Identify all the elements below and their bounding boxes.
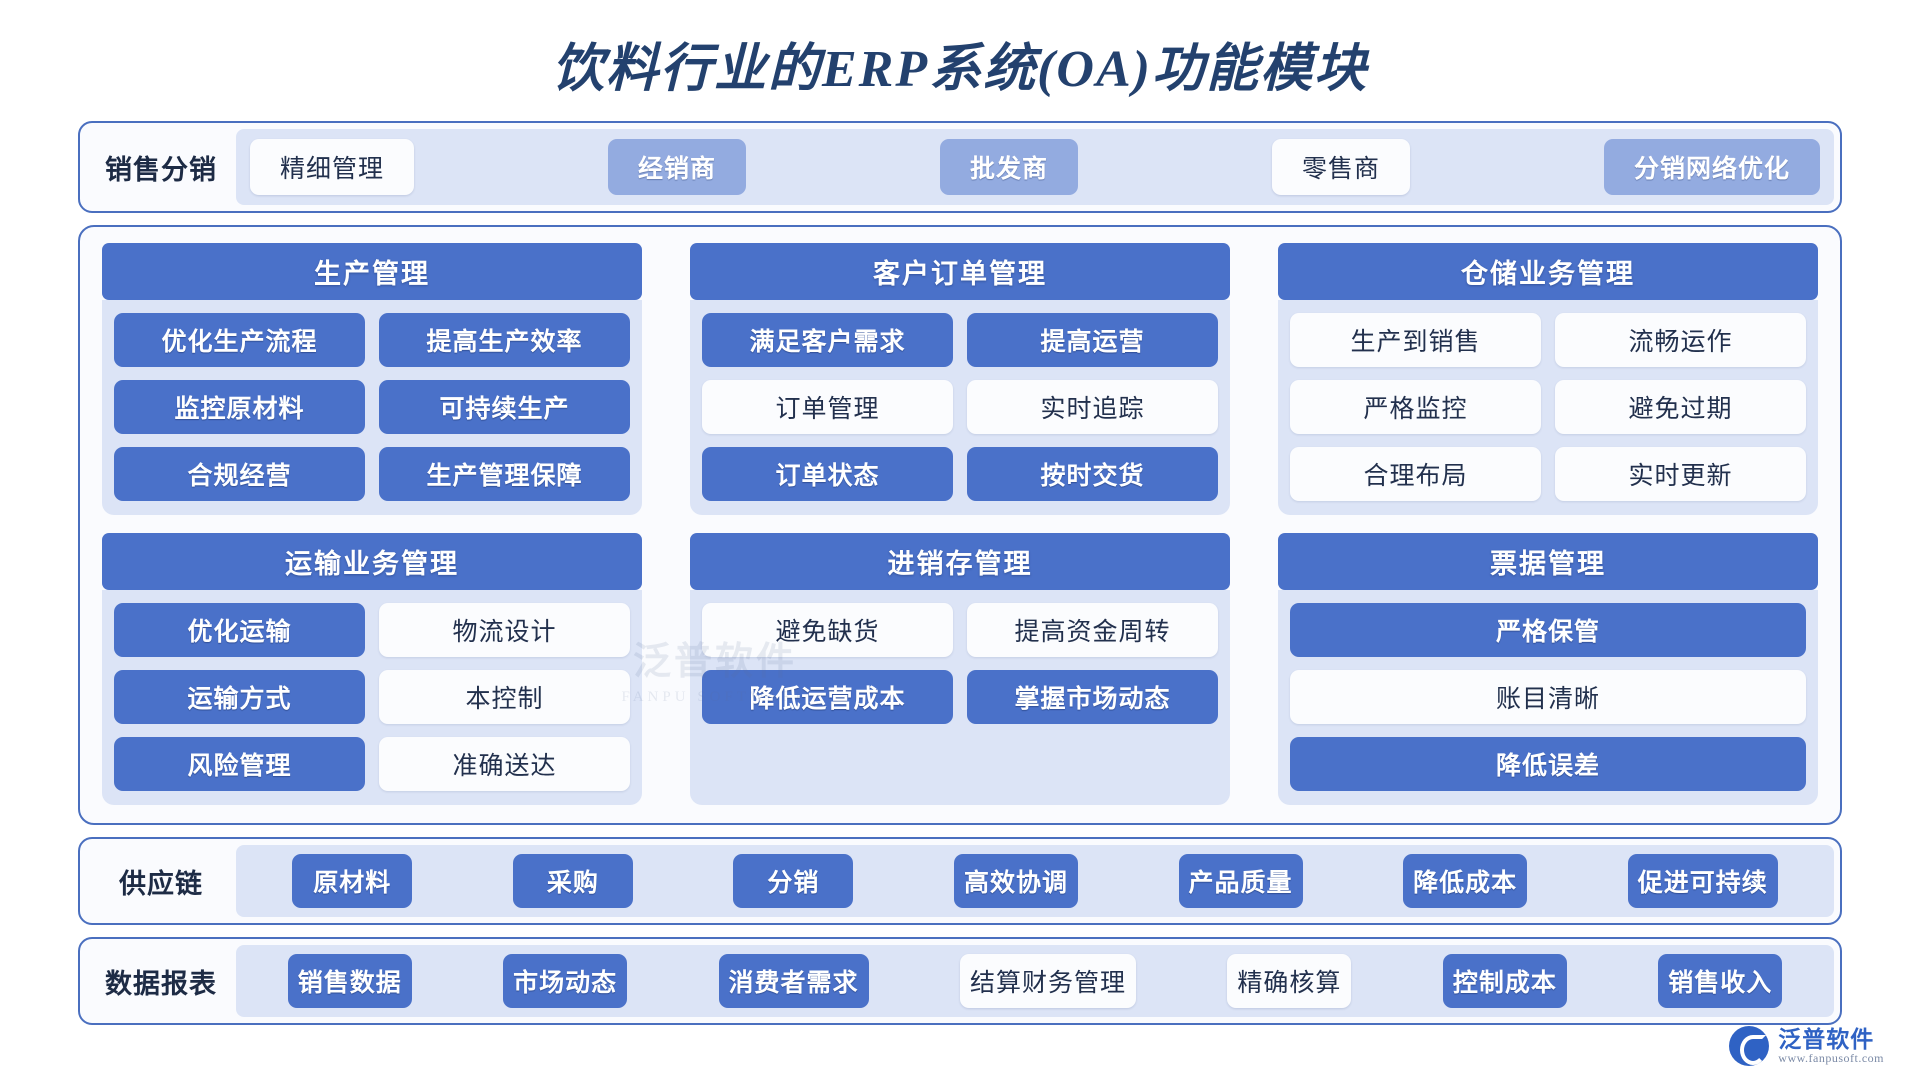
data-reports-track: 销售数据 市场动态 消费者需求 结算财务管理 精确核算 控制成本 销售收入 (236, 945, 1834, 1017)
module-0-item-2-1[interactable]: 生产管理保障 (379, 447, 630, 501)
module-header-4[interactable]: 进销存管理 (690, 533, 1230, 590)
module-4-item-0-0[interactable]: 避免缺货 (702, 603, 953, 657)
report-chip-6[interactable]: 销售收入 (1658, 954, 1783, 1008)
module-2-item-1-1[interactable]: 避免过期 (1555, 380, 1806, 434)
module-2-item-1-0[interactable]: 严格监控 (1290, 380, 1541, 434)
module-0-item-0-1[interactable]: 提高生产效率 (379, 313, 630, 367)
module-5-item-2[interactable]: 降低误差 (1290, 737, 1806, 791)
supply-chip-3[interactable]: 高效协调 (953, 854, 1078, 908)
module-4-row-0: 避免缺货提高资金周转 (702, 603, 1218, 657)
brand-name: 泛普软件 (1778, 1026, 1875, 1052)
module-2-item-0-0[interactable]: 生产到销售 (1290, 313, 1541, 367)
module-4: 进销存管理避免缺货提高资金周转降低运营成本掌握市场动态 (690, 533, 1230, 805)
module-1-row-1: 订单管理实时追踪 (702, 380, 1218, 434)
module-body-1: 满足客户需求提高运营订单管理实时追踪订单状态按时交货 (690, 300, 1230, 515)
module-1-item-1-0[interactable]: 订单管理 (702, 380, 953, 434)
module-body-0: 优化生产流程提高生产效率监控原材料可持续生产合规经营生产管理保障 (102, 300, 642, 515)
module-5-item-0[interactable]: 严格保管 (1290, 603, 1806, 657)
module-2-row-0: 生产到销售流畅运作 (1290, 313, 1806, 367)
module-4-row-1: 降低运营成本掌握市场动态 (702, 670, 1218, 724)
module-5-item-1[interactable]: 账目清晰 (1290, 670, 1806, 724)
supply-chip-2[interactable]: 分销 (733, 854, 854, 908)
supply-chip-1[interactable]: 采购 (512, 854, 633, 908)
module-body-2: 生产到销售流畅运作严格监控避免过期合理布局实时更新 (1278, 300, 1818, 515)
brand-logo-text: 泛普软件 www.fanpusoft.com (1778, 1027, 1884, 1065)
report-chip-1[interactable]: 市场动态 (503, 954, 628, 1008)
module-header-5[interactable]: 票据管理 (1278, 533, 1818, 590)
supply-chain-track: 原材料 采购 分销 高效协调 产品质量 降低成本 促进可持续 (236, 845, 1834, 917)
module-4-item-1-1[interactable]: 掌握市场动态 (967, 670, 1218, 724)
module-header-3[interactable]: 运输业务管理 (102, 533, 642, 590)
module-2-item-2-0[interactable]: 合理布局 (1290, 447, 1541, 501)
module-0-item-1-0[interactable]: 监控原材料 (114, 380, 365, 434)
module-2-item-0-1[interactable]: 流畅运作 (1555, 313, 1806, 367)
module-0: 生产管理优化生产流程提高生产效率监控原材料可持续生产合规经营生产管理保障 (102, 243, 642, 515)
supply-chip-4[interactable]: 产品质量 (1178, 854, 1303, 908)
sales-distribution-track: 精细管理 经销商 批发商 零售商 分销网络优化 (236, 129, 1834, 205)
sales-chip-1[interactable]: 经销商 (607, 139, 746, 195)
supply-chip-6[interactable]: 促进可持续 (1627, 854, 1778, 908)
sales-chip-3[interactable]: 零售商 (1271, 139, 1410, 195)
brand-logo: 泛普软件 www.fanpusoft.com (1729, 1026, 1884, 1066)
supply-chain-band: 供应链 原材料 采购 分销 高效协调 产品质量 降低成本 促进可持续 (78, 837, 1842, 925)
module-5: 票据管理严格保管账目清晰降低误差 (1278, 533, 1818, 805)
report-chip-2[interactable]: 消费者需求 (718, 954, 869, 1008)
module-0-row-1: 监控原材料可持续生产 (114, 380, 630, 434)
data-reports-label: 数据报表 (105, 968, 217, 999)
module-0-item-1-1[interactable]: 可持续生产 (379, 380, 630, 434)
module-header-2[interactable]: 仓储业务管理 (1278, 243, 1818, 300)
module-3: 运输业务管理优化运输物流设计运输方式本控制风险管理准确送达 (102, 533, 642, 805)
module-2-item-2-1[interactable]: 实时更新 (1555, 447, 1806, 501)
module-3-item-0-1[interactable]: 物流设计 (379, 603, 630, 657)
modules-container: 生产管理优化生产流程提高生产效率监控原材料可持续生产合规经营生产管理保障客户订单… (78, 225, 1842, 825)
module-3-row-0: 优化运输物流设计 (114, 603, 630, 657)
report-chip-0[interactable]: 销售数据 (287, 954, 412, 1008)
module-3-item-0-0[interactable]: 优化运输 (114, 603, 365, 657)
module-1-item-2-0[interactable]: 订单状态 (702, 447, 953, 501)
supply-chip-0[interactable]: 原材料 (292, 854, 413, 908)
module-4-item-1-0[interactable]: 降低运营成本 (702, 670, 953, 724)
report-chip-4[interactable]: 精确核算 (1227, 954, 1352, 1008)
sales-distribution-label: 销售分销 (105, 154, 217, 185)
module-header-0[interactable]: 生产管理 (102, 243, 642, 300)
module-1-item-0-0[interactable]: 满足客户需求 (702, 313, 953, 367)
module-0-item-0-0[interactable]: 优化生产流程 (114, 313, 365, 367)
module-3-row-1: 运输方式本控制 (114, 670, 630, 724)
module-body-5: 严格保管账目清晰降低误差 (1278, 590, 1818, 805)
module-2-row-1: 严格监控避免过期 (1290, 380, 1806, 434)
supply-chain-label: 供应链 (119, 868, 203, 899)
sales-distribution-band: 销售分销 精细管理 经销商 批发商 零售商 分销网络优化 (78, 121, 1842, 213)
supply-chip-5[interactable]: 降低成本 (1403, 854, 1528, 908)
module-1-row-0: 满足客户需求提高运营 (702, 313, 1218, 367)
report-chip-5[interactable]: 控制成本 (1442, 954, 1567, 1008)
module-3-item-1-1[interactable]: 本控制 (379, 670, 630, 724)
module-3-row-2: 风险管理准确送达 (114, 737, 630, 791)
sales-chip-4[interactable]: 分销网络优化 (1603, 139, 1820, 195)
module-0-item-2-0[interactable]: 合规经营 (114, 447, 365, 501)
module-1-item-1-1[interactable]: 实时追踪 (967, 380, 1218, 434)
module-header-1[interactable]: 客户订单管理 (690, 243, 1230, 300)
module-1: 客户订单管理满足客户需求提高运营订单管理实时追踪订单状态按时交货 (690, 243, 1230, 515)
module-body-4: 避免缺货提高资金周转降低运营成本掌握市场动态 (690, 590, 1230, 805)
module-2: 仓储业务管理生产到销售流畅运作严格监控避免过期合理布局实时更新 (1278, 243, 1818, 515)
module-1-row-2: 订单状态按时交货 (702, 447, 1218, 501)
module-1-item-0-1[interactable]: 提高运营 (967, 313, 1218, 367)
module-0-row-2: 合规经营生产管理保障 (114, 447, 630, 501)
module-body-3: 优化运输物流设计运输方式本控制风险管理准确送达 (102, 590, 642, 805)
brand-url: www.fanpusoft.com (1778, 1051, 1884, 1066)
brand-droplet-icon (1729, 1026, 1770, 1066)
module-4-item-0-1[interactable]: 提高资金周转 (967, 603, 1218, 657)
data-reports-band: 数据报表 销售数据 市场动态 消费者需求 结算财务管理 精确核算 控制成本 销售收入 (78, 937, 1842, 1025)
module-0-row-0: 优化生产流程提高生产效率 (114, 313, 630, 367)
sales-chip-2[interactable]: 批发商 (939, 139, 1078, 195)
module-3-item-2-0[interactable]: 风险管理 (114, 737, 365, 791)
module-2-row-2: 合理布局实时更新 (1290, 447, 1806, 501)
module-1-item-2-1[interactable]: 按时交货 (967, 447, 1218, 501)
module-3-item-1-0[interactable]: 运输方式 (114, 670, 365, 724)
page-title: 饮料行业的ERP系统(OA)功能模块 (551, 41, 1368, 98)
module-3-item-2-1[interactable]: 准确送达 (379, 737, 630, 791)
modules-grid: 生产管理优化生产流程提高生产效率监控原材料可持续生产合规经营生产管理保障客户订单… (102, 243, 1818, 805)
report-chip-3[interactable]: 结算财务管理 (959, 954, 1136, 1008)
sales-chip-0[interactable]: 精细管理 (250, 139, 415, 195)
